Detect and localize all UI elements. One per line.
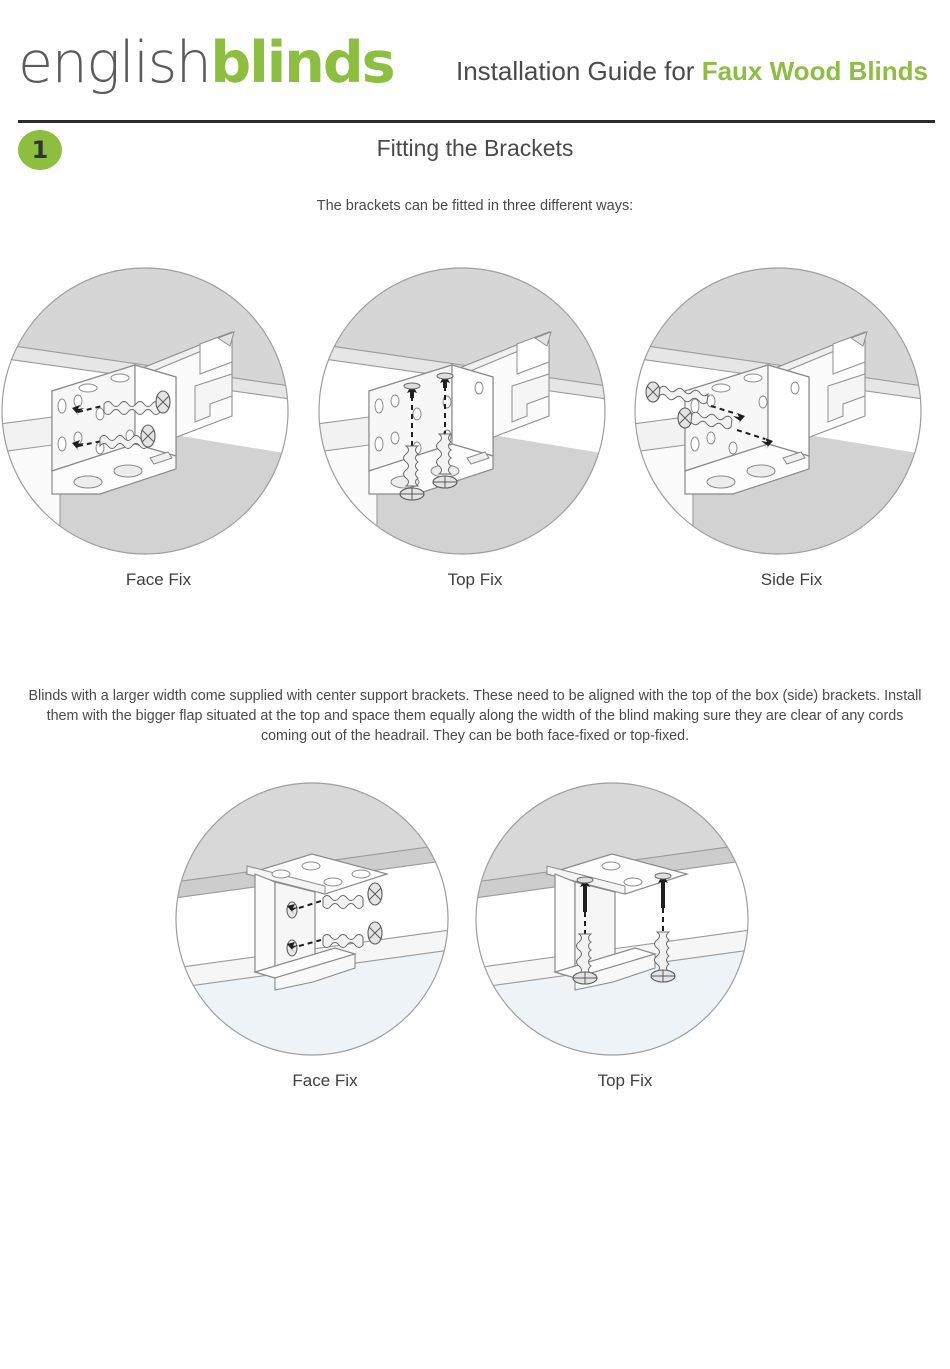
figure-face-fix: Face Fix — [0, 266, 317, 590]
bracket-side-fix-diagram — [633, 266, 950, 556]
figure-caption: Face Fix — [292, 1071, 358, 1090]
figure-top-fix: Top Fix — [317, 266, 633, 590]
figure-center-top-fix: Top Fix — [475, 782, 775, 1091]
center-support-figures: Face Fix — [0, 782, 950, 1091]
figure-caption: Face Fix — [125, 570, 192, 589]
center-support-face-fix-diagram — [175, 782, 475, 1057]
bracket-fitting-figures: Face Fix — [0, 266, 950, 590]
page-title-accent: Faux Wood Blinds — [701, 56, 928, 86]
header-divider — [18, 120, 935, 123]
figure-caption: Top Fix — [447, 570, 503, 589]
brand-logo: englishblinds — [18, 34, 396, 92]
logo-text-blinds: blinds — [210, 30, 395, 96]
page-header: englishblinds Installation Guide for Fau… — [0, 0, 950, 123]
center-support-note: Blinds with a larger width come supplied… — [28, 688, 922, 744]
figure-side-fix: Side Fix — [633, 266, 950, 590]
figure-caption: Side Fix — [760, 570, 823, 589]
page-title: Installation Guide for Faux Wood Blinds — [456, 56, 928, 86]
page-title-plain: Installation Guide for — [456, 56, 702, 86]
center-support-top-fix-diagram — [475, 782, 775, 1057]
figure-center-face-fix: Face Fix — [175, 782, 475, 1091]
figure-caption: Top Fix — [597, 1071, 653, 1090]
step-header: 1 Fitting the Brackets — [0, 130, 950, 176]
bracket-face-fix-diagram — [0, 266, 317, 556]
step-number-badge: 1 — [18, 130, 62, 170]
step-intro-text: The brackets can be fitted in three diff… — [316, 198, 634, 214]
logo-text-english: english — [18, 30, 212, 96]
step-title: Fitting the Brackets — [376, 135, 574, 161]
bracket-top-fix-diagram — [317, 266, 633, 556]
